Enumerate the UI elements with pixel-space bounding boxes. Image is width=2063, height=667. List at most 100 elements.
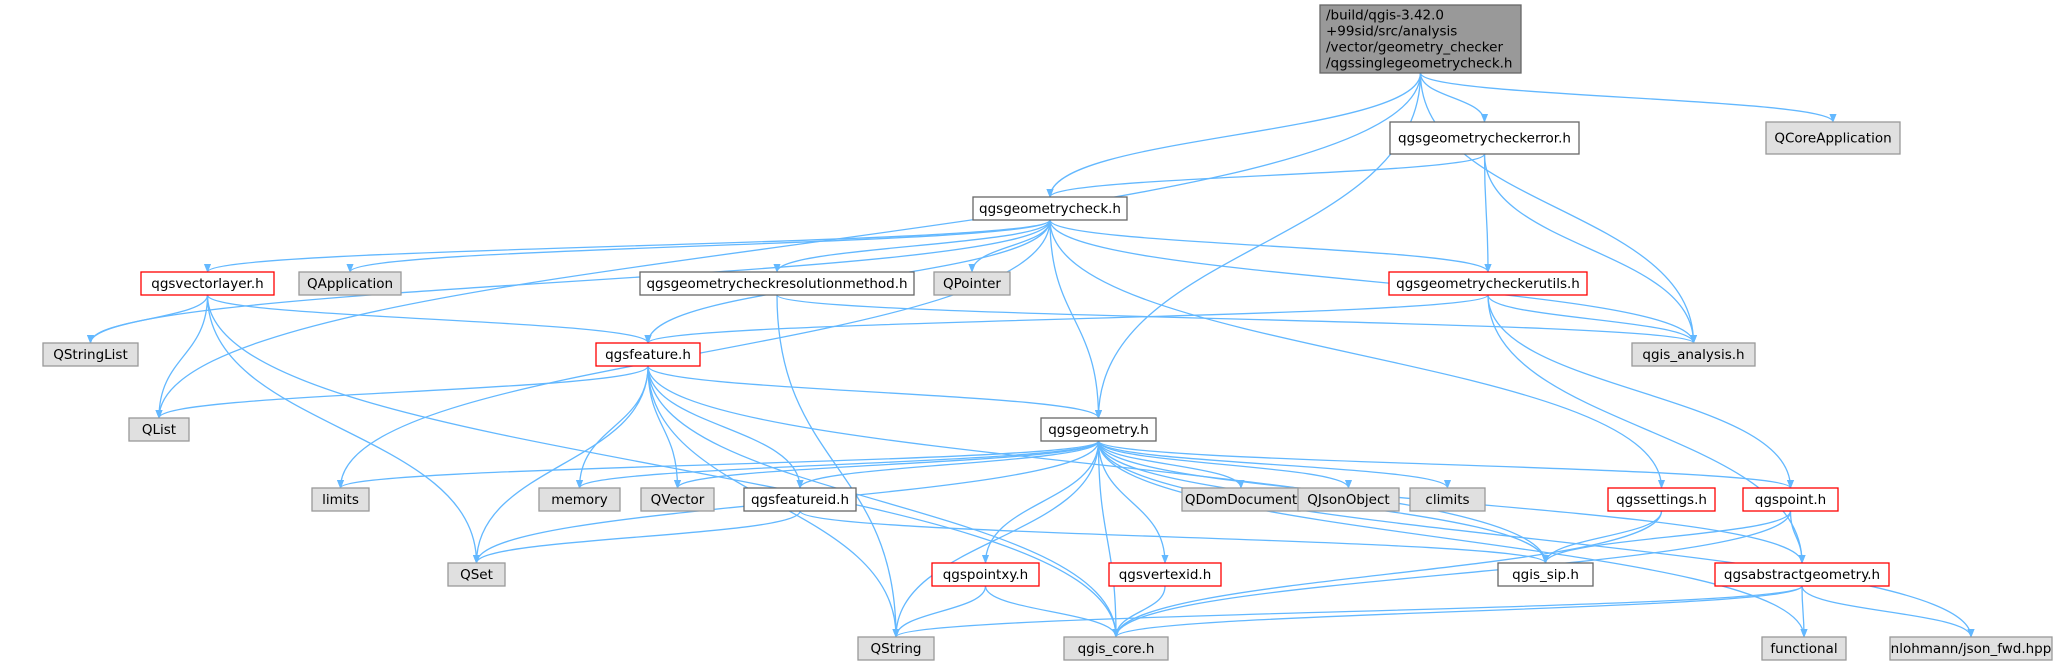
node-box-qjsonobject <box>1297 487 1400 512</box>
edge-qgsgeometry-to-climits <box>1097 440 1452 489</box>
node-qlist[interactable]: QList <box>128 417 190 442</box>
edge-qgsgeometry-to-qgis_core <box>1097 440 1120 638</box>
node-qgspoint[interactable]: qgspoint.h <box>1742 487 1839 512</box>
edge-qgsfeatureid-to-qgis_sip <box>799 510 1549 564</box>
node-box-qpointer <box>933 271 1011 296</box>
edge-qgsabstractgeometry-to-qgis_core <box>1112 585 1803 638</box>
edge-root-to-qlist <box>155 72 1422 419</box>
edge-qgsfeature-to-qgis_sip <box>647 365 1550 564</box>
node-qpointer[interactable]: QPointer <box>933 271 1011 296</box>
node-qgsabstractgeometry[interactable]: qgsabstractgeometry.h <box>1714 562 1890 587</box>
edge-qgsfeatureid-to-qset <box>472 510 801 564</box>
node-qset[interactable]: QSet <box>447 562 506 587</box>
edge-qgsfeature-to-qlist <box>155 365 649 419</box>
node-label-qcoreapplication: QCoreApplication <box>1774 130 1891 146</box>
node-box-climits <box>1409 487 1486 512</box>
node-box-qgspointxy <box>931 562 1040 587</box>
edge-qgspoint-to-qgsabstractgeometry <box>1789 510 1806 564</box>
node-qgis_sip[interactable]: qgis_sip.h <box>1497 562 1594 587</box>
node-label-qgsgeometrycheckresolutionmethod: qgsgeometrycheckresolutionmethod.h <box>646 276 907 292</box>
node-limits[interactable]: limits <box>311 487 370 512</box>
node-qstring[interactable]: QString <box>857 636 935 661</box>
node-box-nlohmann_json_fwd <box>1889 636 2053 661</box>
node-qgis_analysis[interactable]: qgis_analysis.h <box>1631 342 1756 367</box>
node-box-qgis_sip <box>1497 562 1594 587</box>
node-label-nlohmann_json_fwd: nlohmann/json_fwd.hpp <box>1891 641 2052 657</box>
node-qgsgeometry[interactable]: qgsgeometry.h <box>1040 417 1157 442</box>
node-qgspointxy[interactable]: qgspointxy.h <box>931 562 1040 587</box>
node-label-qgis_analysis: qgis_analysis.h <box>1642 347 1744 363</box>
node-box-qgssettings <box>1607 487 1716 512</box>
edge-qgsgeometry-to-qgspoint <box>1097 440 1794 489</box>
edge-qgsgeometrycheck-to-qgsgeometrycheckerutils <box>1049 219 1492 273</box>
node-box-qset <box>447 562 506 587</box>
node-climits[interactable]: climits <box>1409 487 1486 512</box>
node-memory[interactable]: memory <box>538 487 621 512</box>
node-label-qgsgeometrycheckerutils: qgsgeometrycheckerutils.h <box>1396 276 1580 292</box>
edge-qgsvectorlayer-to-qgsfeature <box>206 294 652 344</box>
node-box-qvector <box>640 487 715 512</box>
edge-qgsvectorlayer-to-qset <box>206 294 481 564</box>
edge-qgsgeometrycheckerutils-to-qgis_analysis <box>1487 294 1698 344</box>
node-qgsgeometrycheck[interactable]: qgsgeometrycheck.h <box>972 196 1128 221</box>
edge-qgsfeature-to-qgsgeometry <box>647 365 1102 419</box>
node-box-qlist <box>128 417 190 442</box>
node-label-limits: limits <box>322 492 359 508</box>
edge-qgsabstractgeometry-to-nlohmann_json_fwd <box>1801 585 1975 638</box>
node-label-memory: memory <box>551 492 607 508</box>
node-label-qgsvectorlayer: qgsvectorlayer.h <box>151 276 263 292</box>
edge-qgsfeature-to-qgis_core <box>647 365 1120 638</box>
node-root[interactable]: /build/qgis-3.42.0+99sid/src/analysis/ve… <box>1319 4 1522 74</box>
node-label-root: /qgssinglegeometrycheck.h <box>1326 55 1512 71</box>
node-label-qstringlist: QStringList <box>53 347 128 363</box>
node-label-qdomdocument: QDomDocument <box>1185 492 1297 508</box>
edge-qgsgeometry-to-qgsfeatureid <box>796 440 1100 489</box>
edge-qgsgeometry-to-qjsonobject <box>1097 440 1353 489</box>
node-qgsvectorlayer[interactable]: qgsvectorlayer.h <box>140 271 275 296</box>
edge-qgspointxy-to-qgis_core <box>984 585 1120 638</box>
node-nlohmann_json_fwd[interactable]: nlohmann/json_fwd.hpp <box>1889 636 2053 661</box>
node-box-qstringlist <box>42 342 139 367</box>
node-label-qpointer: QPointer <box>943 276 1001 292</box>
node-qgsgeometrycheckerutils[interactable]: qgsgeometrycheckerutils.h <box>1388 271 1588 296</box>
edge-qgsgeometrycheck-to-qpointer <box>968 219 1051 273</box>
node-functional[interactable]: functional <box>1761 636 1847 661</box>
edge-root-to-qgsgeometrycheckerror <box>1419 72 1489 123</box>
node-qgsfeature[interactable]: qgsfeature.h <box>595 342 701 367</box>
node-qjsonobject[interactable]: QJsonObject <box>1297 487 1400 512</box>
edge-qgsgeometrycheckerror-to-qgsgeometrycheck <box>1046 153 1486 198</box>
node-box-qgis_core <box>1063 636 1169 661</box>
node-qgssettings[interactable]: qgssettings.h <box>1607 487 1716 512</box>
node-qapplication[interactable]: QApplication <box>298 271 402 296</box>
edge-qgsgeometrycheck-to-qgsgeometrycheckresolutionmethod <box>773 219 1051 273</box>
node-qgsgeometrycheckerror[interactable]: qgsgeometrycheckerror.h <box>1389 121 1580 155</box>
edge-qgsgeometry-to-memory <box>576 440 1100 489</box>
edge-qgspoint-to-qgis_core <box>1112 510 1792 638</box>
node-qvector[interactable]: QVector <box>640 487 715 512</box>
node-qdomdocument[interactable]: QDomDocument <box>1181 487 1301 512</box>
node-qcoreapplication[interactable]: QCoreApplication <box>1765 121 1901 155</box>
node-qstringlist[interactable]: QStringList <box>42 342 139 367</box>
node-box-qgsvertexid <box>1108 562 1222 587</box>
edge-qgsgeometry-to-qstring <box>892 440 1100 638</box>
node-qgsvertexid[interactable]: qgsvertexid.h <box>1108 562 1222 587</box>
edge-qgsfeature-to-qset <box>472 365 649 564</box>
node-box-memory <box>538 487 621 512</box>
node-box-qgis_analysis <box>1631 342 1756 367</box>
node-label-qapplication: QApplication <box>307 276 393 292</box>
edge-qgsgeometrycheck-to-qgis_analysis <box>1049 219 1698 344</box>
node-box-limits <box>311 487 370 512</box>
edge-qgsgeometrycheckresolutionmethod-to-qstring <box>776 294 900 638</box>
node-label-qgspointxy: qgspointxy.h <box>943 567 1029 583</box>
node-box-qgsgeometrycheck <box>972 196 1128 221</box>
node-qgsfeatureid[interactable]: qgsfeatureid.h <box>743 487 857 512</box>
node-qgis_core[interactable]: qgis_core.h <box>1063 636 1169 661</box>
node-label-qgsgeometrycheck: qgsgeometrycheck.h <box>979 201 1121 217</box>
node-box-qgsgeometrycheckresolutionmethod <box>639 271 915 296</box>
edge-qgssettings-to-qgis_sip <box>1541 510 1663 564</box>
edge-qgsgeometrycheckerutils-to-qgsfeature <box>644 294 1489 344</box>
node-label-qgsgeometrycheckerror: qgsgeometrycheckerror.h <box>1398 130 1571 146</box>
node-qgsgeometrycheckresolutionmethod[interactable]: qgsgeometrycheckresolutionmethod.h <box>639 271 915 296</box>
node-box-functional <box>1761 636 1847 661</box>
edge-root-to-qgis_analysis <box>1419 72 1698 344</box>
